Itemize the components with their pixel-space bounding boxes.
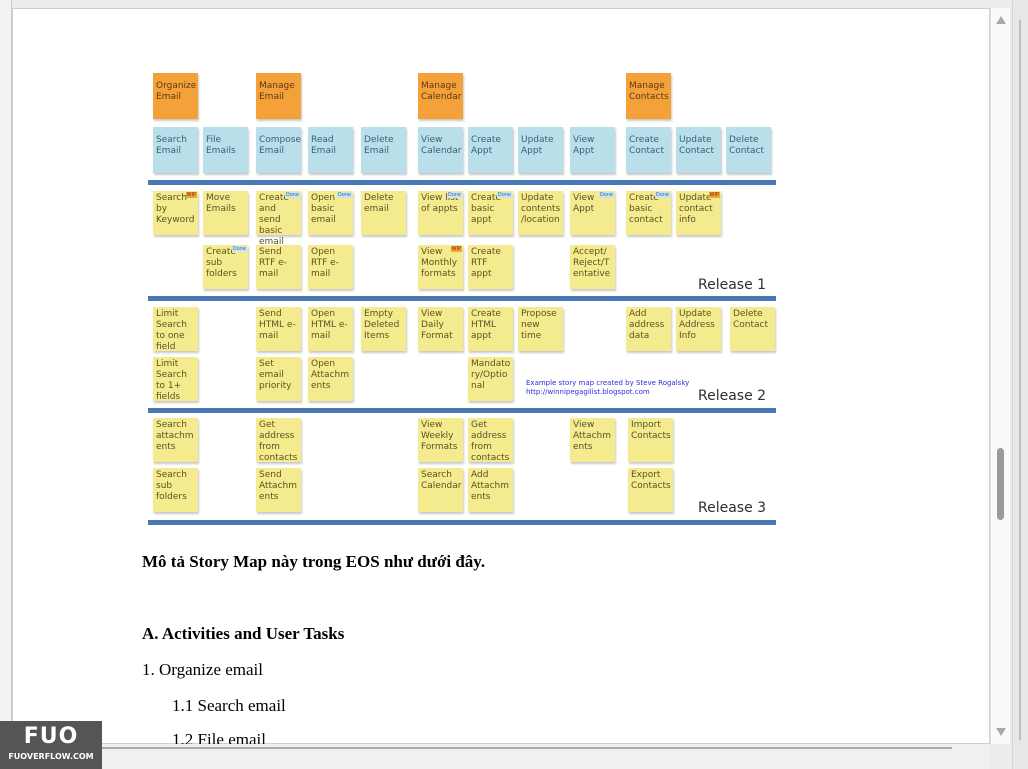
task-note: Create Contact [626, 127, 671, 173]
story-note: Add address data [626, 307, 671, 351]
credit-text: Example story map created by Steve Rogal… [526, 379, 690, 396]
done-tag: Done [446, 192, 462, 198]
task-note: File Emails [203, 127, 248, 173]
scroll-track[interactable] [102, 747, 952, 749]
story-note: Set email priority [256, 357, 301, 401]
task-note: Delete Contact [726, 127, 771, 173]
story-note: Send RTF e-mail [256, 245, 301, 289]
release-line [148, 520, 776, 525]
release-label: Release 1 [698, 277, 767, 293]
release-line [148, 296, 776, 301]
watermark-site: FUOVERFLOW.COM [8, 752, 94, 761]
story-note: Update contents /location [518, 191, 563, 235]
done-tag: Done [496, 192, 512, 198]
section-heading: A. Activities and User Tasks [142, 624, 345, 643]
task-note: Delete Email [361, 127, 406, 173]
list-item: 1.1 Search email [172, 696, 286, 715]
story-note: Export Contacts [628, 468, 673, 512]
activity-note: Manage Contacts [626, 73, 671, 119]
story-note: Send Attachm ents [256, 468, 301, 512]
scroll-up-icon[interactable] [996, 16, 1006, 24]
story-note: Open RTF e-mail [308, 245, 353, 289]
story-map-image: Organize Email Manage Email Manage Calen… [138, 63, 788, 533]
list-item: 1. Organize email [142, 660, 264, 679]
story-note: Open Attachm ents [308, 357, 353, 401]
left-panel-edge [0, 0, 12, 769]
task-note: View Appt [570, 127, 615, 173]
scroll-down-icon[interactable] [996, 728, 1006, 736]
release-label: Release 2 [698, 388, 767, 404]
story-note: Search attachm ents [153, 418, 198, 462]
story-note: Delete email [361, 191, 406, 235]
wip-tag: WIP [708, 192, 720, 198]
story-note: Search sub folders [153, 468, 198, 512]
backbone-line [148, 180, 776, 185]
story-note: Create HTML appt [468, 307, 513, 351]
scroll-thumb[interactable] [997, 448, 1004, 520]
watermark-logo-text: FUO [23, 724, 79, 749]
done-tag: Done [336, 192, 352, 198]
task-note: Create Appt [468, 127, 513, 173]
task-note: Update Contact [676, 127, 721, 173]
story-note: Get address from contacts [256, 418, 301, 463]
activity-note: Organize Email [153, 73, 198, 119]
story-note: Propose new time [518, 307, 563, 351]
story-note: Update Address Info [676, 307, 721, 351]
task-note: View Calendar [418, 127, 463, 173]
story-note: Get address from contacts [468, 418, 513, 463]
task-note: Read Email [308, 127, 353, 173]
activity-note: Manage Email [256, 73, 301, 119]
release-line [148, 408, 776, 413]
story-note: Send HTML e-mail [256, 307, 301, 351]
story-note: Empty Deleted Items [361, 307, 406, 351]
story-note: View Weekly Formats [418, 418, 463, 462]
story-note: Mandato ry/Optio nal [468, 357, 513, 401]
task-note: Compose Email [256, 127, 301, 173]
divider [1019, 20, 1021, 740]
done-tag: Done [598, 192, 614, 198]
story-note: Open HTML e-mail [308, 307, 353, 351]
story-note: Search Calendar [418, 468, 463, 512]
story-note: Add Attachm ents [468, 468, 513, 512]
story-note: Limit Search to 1+ fields [153, 357, 198, 402]
done-tag: Done [654, 192, 670, 198]
done-tag: Done [284, 192, 300, 198]
release-label: Release 3 [698, 500, 767, 516]
story-note: Create RTF appt [468, 245, 513, 289]
task-note: Update Appt [518, 127, 563, 173]
story-note: Import Contacts [628, 418, 673, 462]
activity-note: Manage Calendar [418, 73, 463, 119]
story-note: Limit Search to one field [153, 307, 198, 352]
story-note: Move Emails [203, 191, 248, 235]
right-panel-edge [1012, 0, 1028, 769]
story-note: View Attachm ents [570, 418, 615, 462]
story-note: View Daily Format [418, 307, 463, 351]
story-note: Delete Contact [730, 307, 775, 351]
description-heading: Mô tả Story Map này trong EOS như dưới đ… [142, 552, 486, 571]
task-note: Search Email [153, 127, 198, 173]
done-tag: Done [231, 246, 247, 252]
wip-tag: WIP [450, 246, 462, 252]
watermark-logo: FUO FUOVERFLOW.COM [0, 721, 102, 769]
vertical-scrollbar[interactable] [990, 8, 1010, 744]
horizontal-scrollbar[interactable] [12, 744, 990, 769]
story-note: Accept/ Reject/T entative [570, 245, 615, 289]
wip-tag: WIP [185, 192, 197, 198]
